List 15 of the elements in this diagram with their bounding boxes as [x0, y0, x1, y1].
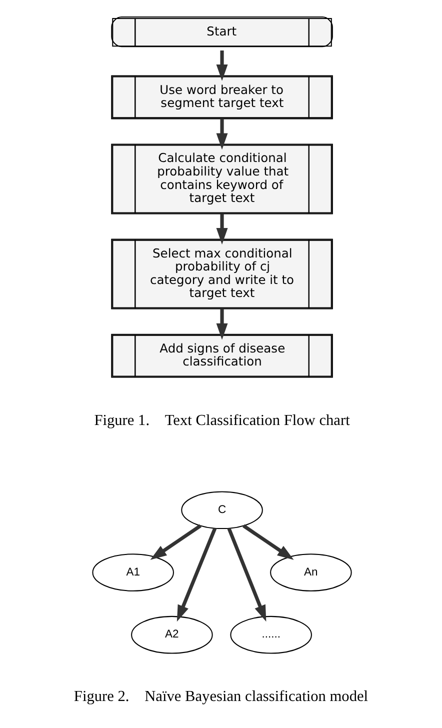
node-ellipse: ...... — [230, 615, 312, 654]
label: Figure 1. Text Classification Flow chart — [94, 411, 350, 428]
arrow — [176, 527, 217, 622]
arrow — [150, 524, 202, 560]
arrow — [216, 50, 228, 80]
arrow — [216, 213, 228, 244]
label: Figure 2. Naïve Bayesian classification model — [74, 687, 368, 704]
arrow — [216, 118, 228, 150]
arrow — [227, 527, 266, 622]
node-ellipse: A2 — [131, 615, 213, 654]
node-ellipse: A1 — [92, 553, 174, 591]
node-ellipse: C — [181, 490, 263, 529]
arrow — [242, 524, 294, 560]
arrow — [216, 308, 228, 340]
node-ellipse: An — [270, 553, 352, 591]
